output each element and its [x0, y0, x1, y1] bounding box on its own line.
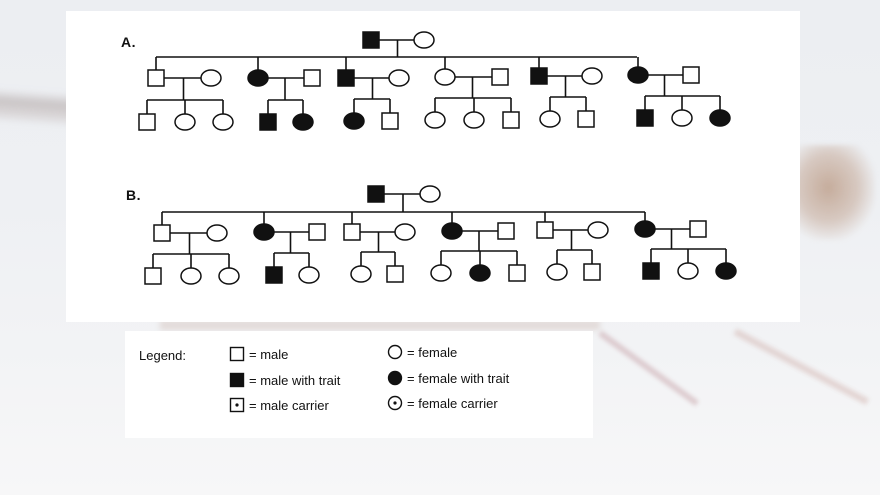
male-affected-icon [367, 185, 385, 203]
male-unaffected-icon [138, 113, 156, 131]
female-unaffected-icon [671, 109, 693, 127]
legend-panel: Legend: = male = female = male with trait =… [125, 331, 593, 438]
legend-item-label: = female carrier [407, 395, 498, 411]
male-unaffected-icon [303, 69, 321, 87]
female-affected-icon [441, 222, 463, 240]
female-affected-icon [387, 370, 403, 386]
family-unit [634, 212, 737, 280]
male-affected-icon [530, 67, 548, 85]
family-unit [247, 57, 321, 131]
pedigree-a-label: A. [121, 34, 136, 50]
pedigree-a [138, 31, 731, 131]
family-unit [144, 212, 240, 285]
male-unaffected-icon [491, 68, 509, 86]
male-unaffected-icon [689, 220, 707, 238]
male-affected-icon [362, 31, 380, 49]
male-affected-icon [259, 113, 277, 131]
female-unaffected-icon [218, 267, 240, 285]
male-unaffected-icon [229, 346, 245, 362]
legend-item-label: = female [407, 344, 458, 360]
family-unit [253, 212, 326, 284]
legend-item-label: = male with trait [249, 372, 341, 388]
male-unaffected-icon [583, 263, 601, 281]
legend-item-male-unaffected: = male [229, 346, 288, 362]
male-affected-icon [636, 109, 654, 127]
female-affected-icon [247, 69, 269, 87]
family-unit [627, 57, 731, 127]
female-unaffected-icon [180, 267, 202, 285]
family-unit [530, 57, 603, 128]
background-blur-band [160, 320, 600, 330]
female-unaffected-icon [350, 265, 372, 283]
female-affected-icon [627, 66, 649, 84]
female-unaffected-icon [298, 266, 320, 284]
family-unit [424, 57, 520, 129]
female-unaffected-icon [387, 344, 403, 360]
female-affected-icon [469, 264, 491, 282]
female-unaffected-icon [174, 113, 196, 131]
male-unaffected-icon [343, 223, 361, 241]
legend-item-male-affected: = male with trait [229, 372, 340, 388]
male-carrier-icon [229, 397, 245, 413]
male-unaffected-icon [147, 69, 165, 87]
male-affected-icon [229, 372, 245, 388]
family-unit [430, 212, 526, 282]
male-unaffected-icon [308, 223, 326, 241]
female-affected-icon [715, 262, 737, 280]
female-affected-icon [292, 113, 314, 131]
legend-item-label: = male [249, 346, 289, 362]
male-unaffected-icon [682, 66, 700, 84]
female-unaffected-icon [424, 111, 446, 129]
male-unaffected-icon [144, 267, 162, 285]
female-unaffected-icon [388, 69, 410, 87]
female-unaffected-icon [587, 221, 609, 239]
family-unit [138, 57, 234, 131]
male-unaffected-icon [497, 222, 515, 240]
female-affected-icon [343, 112, 365, 130]
female-unaffected-icon [419, 185, 441, 203]
male-unaffected-icon [153, 224, 171, 242]
female-affected-icon [634, 220, 656, 238]
female-unaffected-icon [394, 223, 416, 241]
family-unit [536, 212, 609, 281]
legend-item-female-carrier: = female carrier [387, 395, 498, 411]
female-unaffected-icon [434, 68, 456, 86]
male-unaffected-icon [502, 111, 520, 129]
female-affected-icon [253, 223, 275, 241]
female-unaffected-icon [546, 263, 568, 281]
female-unaffected-icon [581, 67, 603, 85]
legend-title: Legend: [139, 348, 186, 363]
female-unaffected-icon [539, 110, 561, 128]
family-unit [337, 57, 410, 130]
female-unaffected-icon [206, 224, 228, 242]
female-unaffected-icon [430, 264, 452, 282]
male-unaffected-icon [381, 112, 399, 130]
legend-item-female-affected: = female with trait [387, 370, 509, 386]
female-unaffected-icon [212, 113, 234, 131]
male-unaffected-icon [577, 110, 595, 128]
male-unaffected-icon [508, 264, 526, 282]
background-fruit-fly-blur [790, 145, 875, 240]
male-affected-icon [337, 69, 355, 87]
male-unaffected-icon [386, 265, 404, 283]
female-unaffected-icon [413, 31, 435, 49]
legend-item-male-carrier: = male carrier [229, 397, 329, 413]
pedigree-b [144, 185, 737, 285]
legend-item-label: = male carrier [249, 397, 329, 413]
legend-item-label: = female with trait [407, 370, 510, 386]
pedigree-b-label: B. [126, 187, 141, 203]
female-affected-icon [709, 109, 731, 127]
female-unaffected-icon [677, 262, 699, 280]
legend-item-female-unaffected: = female [387, 344, 457, 360]
female-carrier-icon [387, 395, 403, 411]
family-unit [343, 212, 416, 283]
female-unaffected-icon [200, 69, 222, 87]
male-affected-icon [642, 262, 660, 280]
female-unaffected-icon [463, 111, 485, 129]
male-affected-icon [265, 266, 283, 284]
male-unaffected-icon [536, 221, 554, 239]
